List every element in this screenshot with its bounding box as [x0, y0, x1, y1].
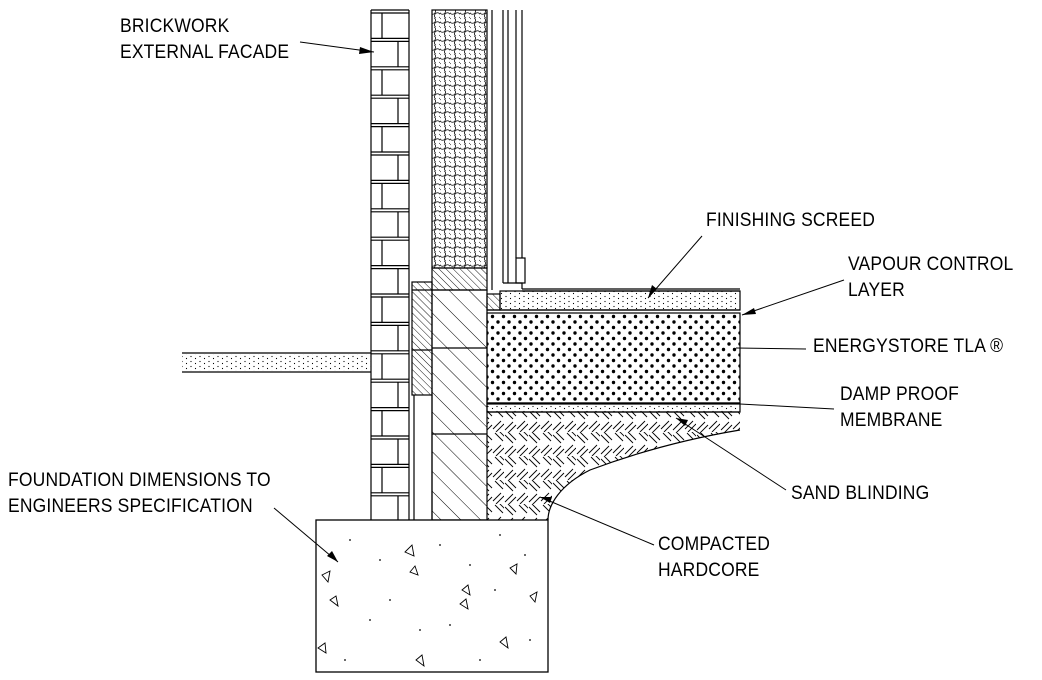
floor-buildup	[486, 288, 741, 521]
compacted-hardcore-label: COMPACTED HARDCORE	[658, 532, 770, 584]
leader-arrowheads	[327, 47, 756, 562]
finishing-screed-label: FINISHING SCREED	[706, 210, 876, 231]
damp-proof-label-line-1: DAMP PROOF	[840, 384, 960, 405]
damp-proof-label-line-2: MEMBRANE	[840, 410, 943, 431]
external-slab	[182, 352, 371, 373]
vapour-control-label-line-1: VAPOUR CONTROL	[848, 254, 1014, 275]
foundation-label-line-1: FOUNDATION DIMENSIONS TO	[8, 470, 271, 491]
sand-blinding-label: SAND BLINDING	[791, 483, 930, 504]
brickwork-label: BRICKWORK EXTERNAL FACADE	[120, 14, 289, 66]
foundation-label: FOUNDATION DIMENSIONS TO ENGINEERS SPECI…	[8, 468, 271, 520]
leader-lines	[273, 41, 845, 563]
vapour-control-label: VAPOUR CONTROL LAYER	[848, 252, 1013, 304]
foundation-label-line-2: ENGINEERS SPECIFICATION	[8, 496, 253, 517]
compacted-hardcore-label-line-1: COMPACTED	[658, 534, 771, 555]
brickwork-label-line-2: EXTERNAL FACADE	[120, 42, 290, 63]
cavity-insulation	[431, 9, 488, 291]
concrete-foundation	[315, 519, 549, 673]
damp-proof-label: DAMP PROOF MEMBRANE	[840, 382, 959, 434]
brickwork-label-line-1: BRICKWORK	[120, 16, 230, 37]
energystore-label: ENERGYSTORE TLA ®	[813, 336, 1004, 357]
inner-lining	[491, 10, 526, 290]
inner-leaf-lower	[411, 281, 488, 521]
compacted-hardcore-label-line-2: HARDCORE	[658, 560, 760, 581]
brickwork-wall	[370, 9, 410, 520]
vapour-control-label-line-2: LAYER	[848, 280, 905, 301]
